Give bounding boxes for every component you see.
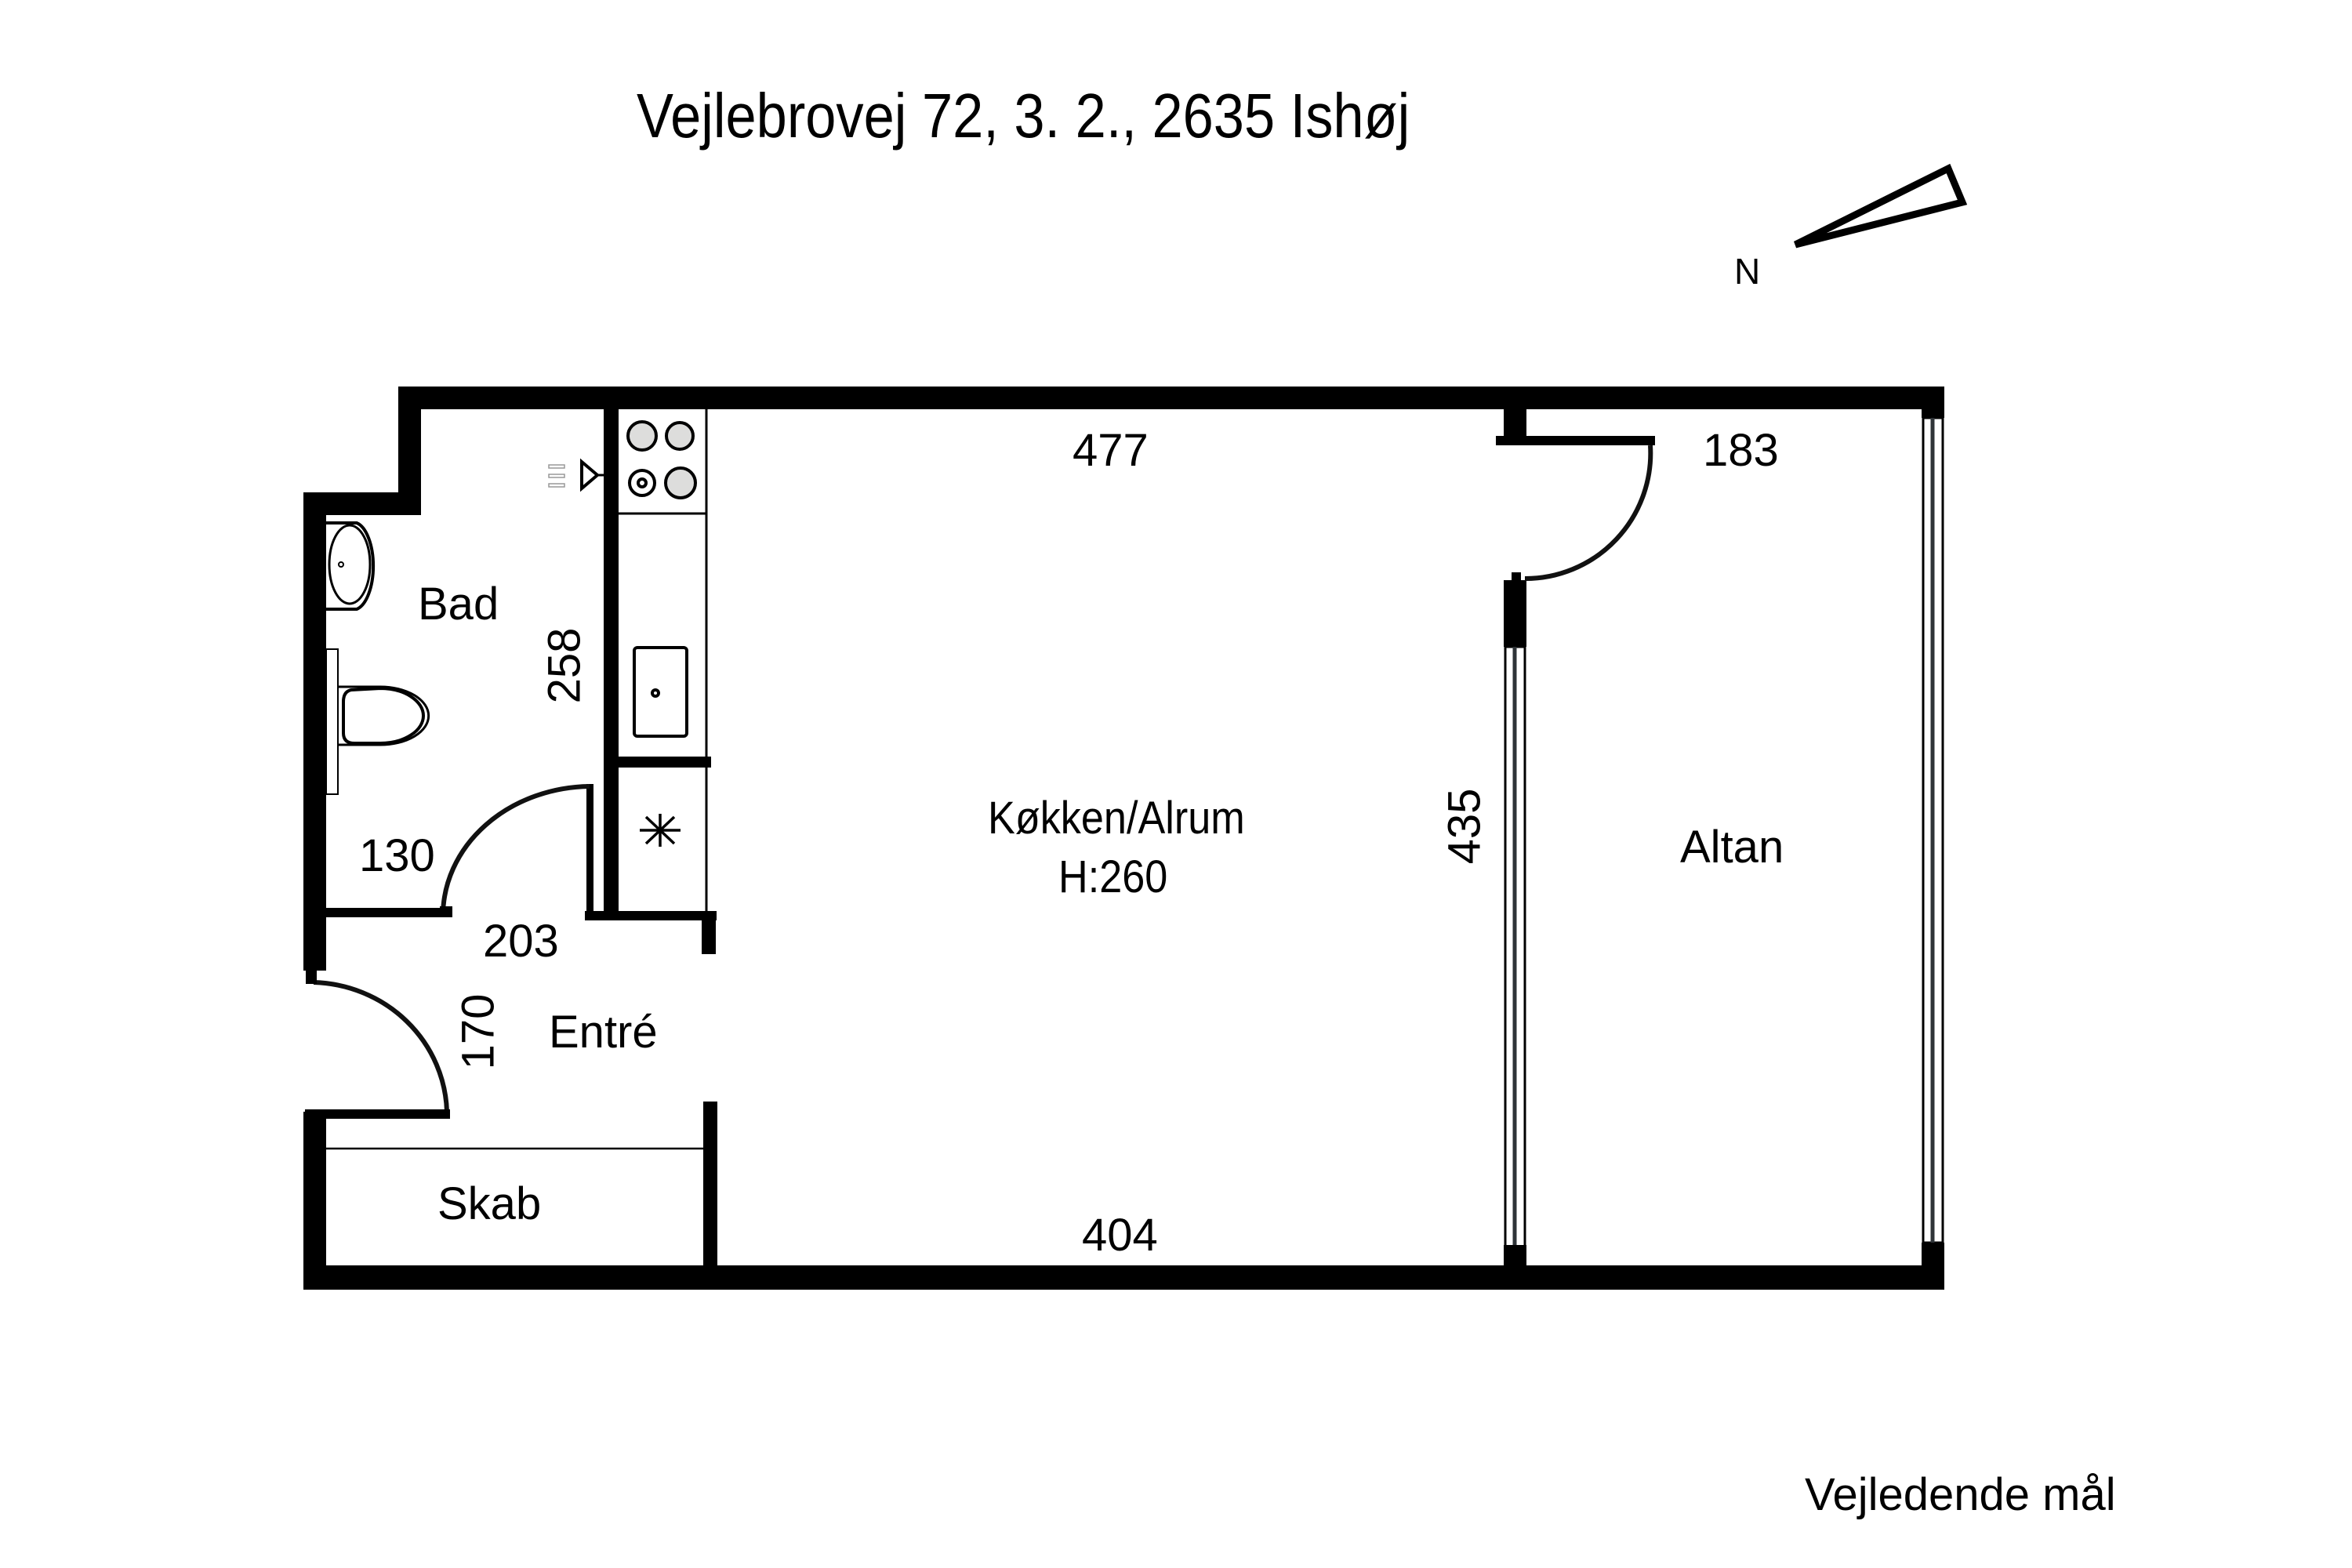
footer-note: Vejledende mål xyxy=(1805,1469,2116,1520)
outer-walls xyxy=(303,387,1944,1290)
shower-icon xyxy=(548,458,604,492)
room-height-label: H:260 xyxy=(1058,851,1168,902)
hob-icon xyxy=(626,420,697,499)
dim-kitchen-top: 477 xyxy=(1073,425,1149,476)
compass-label: N xyxy=(1734,251,1761,292)
toilet-icon xyxy=(325,648,430,795)
dim-bad-width: 130 xyxy=(359,830,435,881)
room-label-altan: Altan xyxy=(1680,822,1784,873)
kitchen-sink-icon xyxy=(633,646,688,738)
bathroom-sink-icon xyxy=(326,521,376,611)
dim-entre-width: 203 xyxy=(483,916,559,967)
freezer-icon xyxy=(640,814,681,847)
dim-kitchen-height: 435 xyxy=(1439,788,1490,865)
dim-entre-height: 170 xyxy=(452,993,504,1070)
room-label-bad: Bad xyxy=(418,579,499,630)
altan-window xyxy=(1922,416,1944,1244)
dim-altan-top: 183 xyxy=(1703,425,1779,476)
room-label-skab: Skab xyxy=(437,1178,542,1229)
dim-bad-height: 258 xyxy=(539,627,590,704)
room-label-entre: Entré xyxy=(549,1007,658,1058)
room-label-kitchen: Køkken/Alrum xyxy=(988,793,1245,844)
dim-kitchen-bottom: 404 xyxy=(1082,1210,1158,1261)
kitchen-counter xyxy=(619,409,711,911)
altan-partition xyxy=(1496,387,1655,1276)
page-title: Vejlebrovej 72, 3. 2., 2635 Ishøj xyxy=(637,81,1410,151)
